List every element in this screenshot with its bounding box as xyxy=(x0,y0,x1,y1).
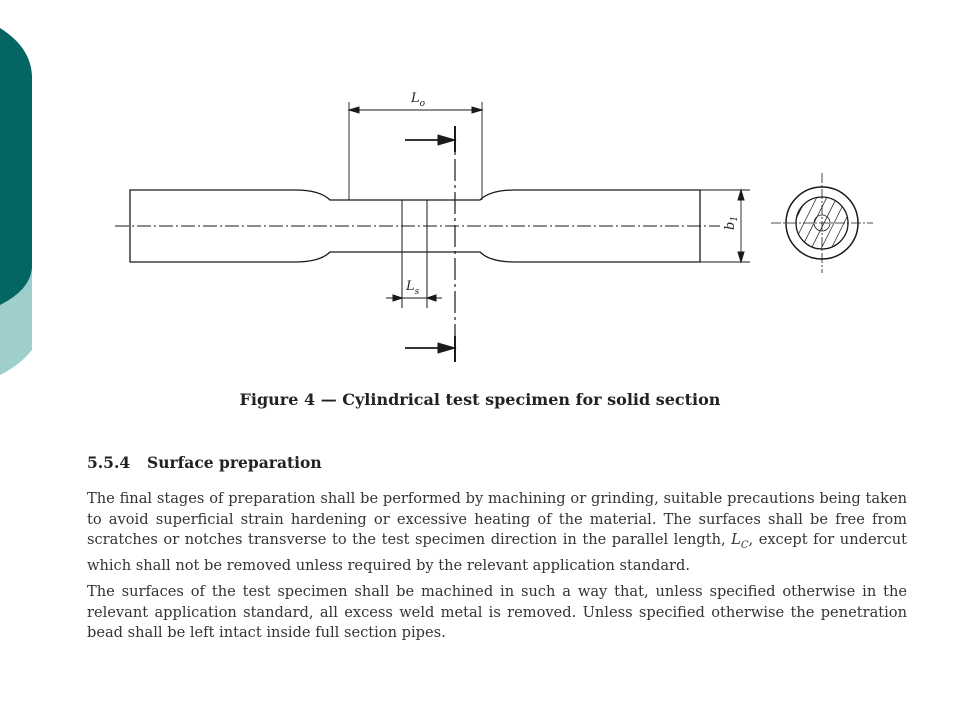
section-title: Surface preparation xyxy=(147,453,322,472)
lo-arrow-left xyxy=(347,106,360,114)
label-b1: b1 xyxy=(723,216,740,230)
label-lo: Lo xyxy=(410,91,426,109)
section-arrow-top-head xyxy=(437,134,457,146)
ls-arrow-left xyxy=(392,294,404,302)
specimen-drawing: Lo Ls b1 xyxy=(115,91,873,362)
cross-section-hatching xyxy=(796,197,848,249)
figure-caption: Figure 4 — Cylindrical test specimen for… xyxy=(239,390,721,409)
symbol-lc: LC xyxy=(731,531,749,551)
b1-arrow-bottom xyxy=(737,251,745,264)
section-heading: 5.5.4 Surface preparation xyxy=(87,453,322,472)
b1-arrow-top xyxy=(737,188,745,201)
symbol-lc-sub: C xyxy=(740,539,749,551)
decor-light-shape xyxy=(0,260,32,375)
lo-arrow-right xyxy=(471,106,484,114)
decor-dark-shape xyxy=(0,28,32,305)
section-number: 5.5.4 xyxy=(87,453,131,472)
paragraph-2: The surfaces of the test specimen shall … xyxy=(87,583,907,641)
section-arrow-bottom-head xyxy=(437,342,457,354)
ls-arrow-right xyxy=(425,294,437,302)
label-ls: Ls xyxy=(405,279,420,297)
paragraph-1: The final stages of preparation shall be… xyxy=(87,489,907,577)
slide-decoration xyxy=(0,28,32,375)
symbol-lc-main: L xyxy=(731,531,741,548)
paragraph-1-text-end: , except for undercut which shall not be… xyxy=(87,531,907,575)
paragraph-1-text-start: The final stages of preparation shall be… xyxy=(87,490,907,548)
